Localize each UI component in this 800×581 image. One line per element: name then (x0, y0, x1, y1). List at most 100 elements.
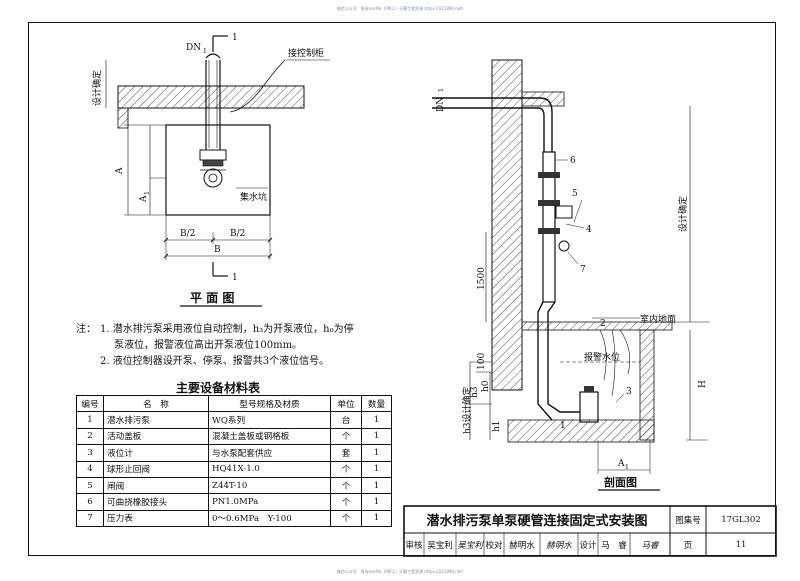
plan-dim-half-2: B/2 (230, 229, 245, 239)
section-floor (521, 321, 673, 331)
cell-name: 液位计 (103, 444, 209, 462)
plan-dn-label: DN (186, 43, 201, 53)
cell-no: 3 (76, 444, 104, 462)
plan-view (105, 35, 330, 277)
cell-unit: 个 (330, 493, 362, 511)
reviewer-name: 吴宝利 (427, 540, 453, 551)
section-h0: h0 (481, 380, 491, 392)
section-h3: h3 (470, 386, 480, 398)
section-design-confirm: 设计确定 (677, 196, 689, 232)
material-table: 编号 名 称 型号规格及材质 单位 数量 1 潜水排污泵 WQ系列 台 1 2 … (76, 394, 392, 528)
table-row: 5 闸阀 Z44T-10 个 1 (76, 476, 392, 495)
section-dim-a1-sub: 1 (625, 464, 629, 471)
cell-unit: 套 (330, 444, 362, 462)
plan-dim-a1-sub: 1 (144, 191, 151, 195)
callout-4: 4 (586, 225, 592, 235)
cell-qty: 1 (361, 444, 392, 462)
checker-signature: 赫明水 (546, 540, 572, 551)
drawing-title: 潜水排污泵单泵硬管连接固定式安装图 (426, 514, 648, 529)
table-header-row: 编号 名 称 型号规格及材质 单位 数量 (76, 394, 392, 413)
cell-qty: 1 (361, 427, 392, 446)
cell-spec: PN1.0MPa (208, 493, 331, 511)
section-dn-label: DN (436, 97, 446, 112)
cell-spec: 与水泵配套供应 (208, 444, 331, 462)
cell-name: 可曲挠橡胶接头 (103, 493, 209, 511)
callout-5: 5 (572, 189, 578, 199)
cell-name: 活动盖板 (103, 427, 209, 446)
cell-qty: 1 (361, 493, 392, 511)
section-gauge (558, 240, 570, 252)
callout-7: 7 (580, 265, 586, 275)
cell-no: 1 (76, 411, 104, 429)
section-dim-h: H (698, 380, 708, 388)
table-row: 4 球形止回阀 HQ41X-1.0 个 1 (76, 460, 392, 478)
table-row: 2 活动盖板 混凝土盖板或钢格板 个 1 (76, 427, 392, 446)
header-unit: 单位 (330, 394, 362, 413)
cell-spec: WQ系列 (208, 411, 331, 429)
notes-line-1: 1. 潜水排污泵采用液位自动控制，h₃为开泵液位，h₀为停 (100, 324, 354, 335)
section-dn-sub: 1 (438, 88, 445, 92)
atlas-number: 17GL302 (721, 514, 761, 525)
section-h3-confirm: h3设计确定 (461, 386, 473, 434)
cell-name: 球形止回阀 (103, 460, 209, 478)
cell-no: 7 (76, 509, 104, 528)
section-h1: h1 (492, 420, 502, 432)
cell-no: 5 (76, 476, 104, 495)
plan-pump (203, 168, 223, 188)
plan-dim-a: A (115, 167, 125, 175)
material-table-title: 主要设备材料表 (176, 381, 261, 395)
cell-spec: 0～0.6MPa Y-100 (208, 509, 331, 528)
watermark-bottom: 微信公众号：既有nerPal（PKCL）天籁工程资源 https://22189… (336, 569, 464, 574)
table-row: 7 压力表 0～0.6MPa Y-100 个 1 (76, 509, 392, 528)
cell-no: 2 (76, 427, 104, 446)
watermark-top: 微信公众号：既有nerPal（PKCL）天籁工程资源 https://22189… (336, 6, 464, 11)
plan-title: 平 面 图 (190, 291, 234, 305)
header-name: 名 称 (103, 394, 209, 413)
page-label: 页 (683, 540, 693, 551)
table-row: 1 潜水排污泵 WQ系列 台 1 (76, 411, 392, 429)
check-label: 校对 (485, 540, 503, 551)
header-qty: 数量 (361, 394, 392, 413)
plan-dn-sub: 1 (203, 48, 207, 55)
section-pit-bottom (507, 419, 655, 443)
section-slab-top (521, 91, 565, 107)
section-dim-1500: 1500 (477, 267, 487, 290)
atlas-label: 图集号 (675, 515, 701, 526)
plan-cable (229, 59, 286, 113)
cell-qty: 1 (361, 460, 392, 478)
cell-unit: 台 (330, 411, 362, 429)
notes-line-2: 泵液位，报警液位高出开泵液位100mm。 (114, 340, 303, 351)
page-number: 11 (735, 539, 747, 550)
cell-unit: 个 (330, 476, 362, 495)
designer-signature: 马睿 (641, 540, 659, 551)
section-floor-label: 室内地面 (640, 313, 676, 325)
reviewer-signature: 吴宝利 (457, 540, 483, 551)
title-block-frame (403, 505, 777, 557)
cell-no: 4 (76, 460, 104, 478)
checker-name: 赫明水 (509, 540, 535, 551)
plan-valve (199, 149, 227, 161)
section-dim-a1: A (617, 459, 625, 469)
title-block: 潜水排污泵单泵硬管连接固定式安装图 图集号 17GL302 审核 吴宝利 吴宝利… (404, 506, 776, 556)
section-gate-valve (555, 205, 573, 219)
cell-unit: 个 (330, 460, 362, 478)
design-label: 设计 (579, 540, 597, 551)
cell-qty: 1 (361, 476, 392, 495)
callout-6: 6 (570, 156, 576, 166)
table-row: 6 可曲挠橡胶接头 PN1.0MPa 个 1 (76, 493, 392, 511)
plan-pit-label: 集水坑 (240, 191, 267, 203)
plan-pipe (205, 53, 221, 150)
notes-prefix: 注： (76, 324, 96, 335)
header-spec: 型号规格及材质 (208, 394, 331, 413)
cell-qty: 1 (361, 411, 392, 429)
section-alarm-level: 报警水位 (584, 351, 620, 363)
section-view (432, 59, 710, 474)
plan-control-cabinet: 接控制柜 (288, 47, 324, 59)
table-row: 3 液位计 与水泵配套供应 套 1 (76, 444, 392, 462)
cell-unit: 个 (330, 509, 362, 528)
cell-no: 6 (76, 493, 104, 511)
section-dim-100: 100 (477, 353, 487, 370)
cell-spec: HQ41X-1.0 (208, 460, 331, 478)
plan-pit (165, 124, 271, 216)
